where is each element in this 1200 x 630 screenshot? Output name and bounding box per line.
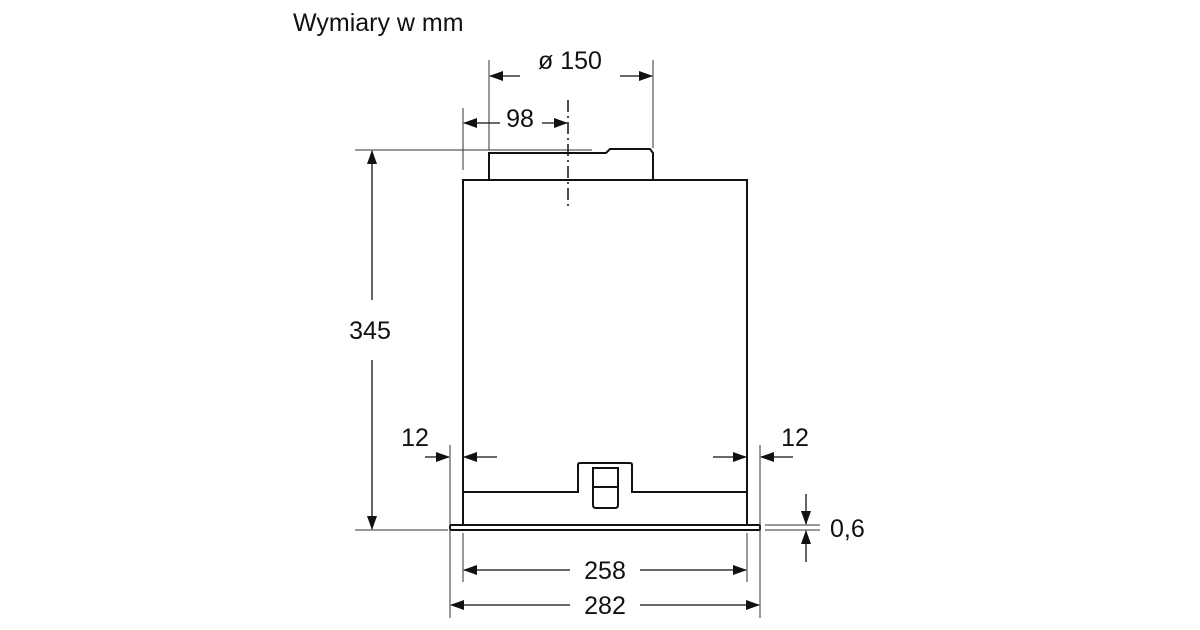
dimension-flange-thickness: 0,6 <box>765 494 865 562</box>
dimension-outer-width: 282 <box>450 592 760 620</box>
dimension-duct-diameter: ø 150 <box>488 47 654 150</box>
dimension-inner-width: 258 <box>462 533 748 585</box>
drawing-title: Wymiary w mm <box>293 9 464 37</box>
svg-text:ø 150: ø 150 <box>538 47 602 75</box>
svg-text:12: 12 <box>781 424 809 452</box>
svg-text:345: 345 <box>349 317 391 345</box>
svg-text:98: 98 <box>506 105 534 133</box>
hood-body <box>449 148 761 531</box>
dimension-height: 345 <box>349 149 592 531</box>
dimension-right-margin: 12 <box>713 424 809 618</box>
svg-text:0,6: 0,6 <box>830 515 865 543</box>
dimension-duct-offset: 98 <box>462 105 568 170</box>
dimension-left-margin: 12 <box>401 424 497 618</box>
svg-text:12: 12 <box>401 424 429 452</box>
svg-text:282: 282 <box>584 592 626 620</box>
svg-text:258: 258 <box>584 557 626 585</box>
